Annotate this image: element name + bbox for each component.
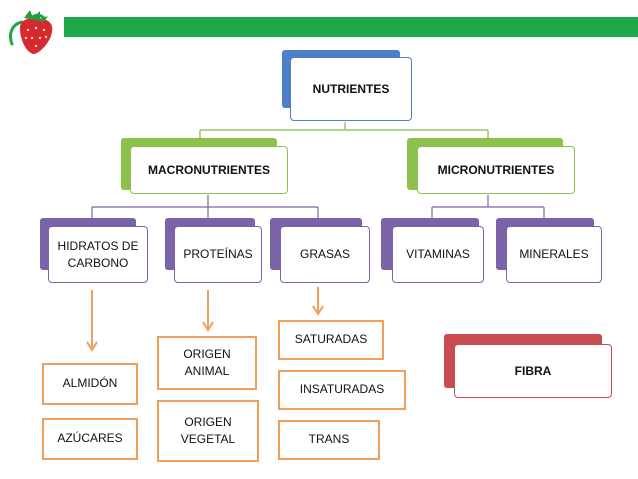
fibra-node: FIBRA [454,344,612,398]
root-node: NUTRIENTES [290,57,412,121]
hidratos-label: HIDRATOS DE CARBONO [57,239,139,270]
origen-vegetal-label: ORIGEN VEGETAL [180,414,236,446]
arrow-grasas [312,287,324,316]
origen-vegetal-box: ORIGEN VEGETAL [157,400,259,462]
insaturadas-box: INSATURADAS [278,370,406,410]
connector-micro [431,195,545,218]
saturadas-box: SATURADAS [278,320,384,360]
arrow-hidratos [86,290,98,352]
minerales-node: MINERALES [506,226,602,283]
vitaminas-node: VITAMINAS [392,226,484,283]
grasas-node: GRASAS [280,226,370,283]
connector-macro [91,195,319,218]
macro-node: MACRONUTRIENTES [130,146,288,194]
origen-animal-label: ORIGEN ANIMAL [183,346,231,378]
proteinas-node: PROTEÍNAS [174,226,262,283]
strawberry-icon [8,10,53,54]
micro-node: MICRONUTRIENTES [417,146,575,194]
almidon-box: ALMIDÓN [42,363,138,405]
hidratos-node: HIDRATOS DE CARBONO [48,226,148,283]
azucares-box: AZÚCARES [42,418,138,460]
connector-root [199,122,489,140]
trans-box: TRANS [278,420,380,460]
arrow-proteinas [202,290,214,332]
header-bar [64,17,638,37]
origen-animal-box: ORIGEN ANIMAL [157,336,257,390]
